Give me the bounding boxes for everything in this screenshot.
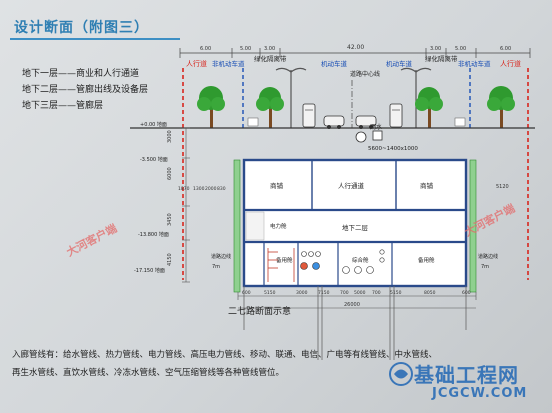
side-dim-left: 7m — [212, 264, 220, 270]
diagram-caption: 二七路断面示意 — [228, 307, 292, 317]
bottom-dim-total: 26000 — [344, 302, 360, 308]
dim-nonmotor-right: 5.00 — [455, 46, 466, 52]
dim-depth-1: 3000 — [167, 130, 173, 143]
dim-green-left: 3.00 — [264, 46, 275, 52]
title-underline — [10, 38, 180, 40]
street-lamp-right — [400, 67, 432, 128]
rain-pipe-label: 雨水 — [370, 123, 382, 131]
elevation-ground: +0.00 地面 — [140, 121, 167, 128]
label-motor-left: 机动车道 — [321, 59, 348, 68]
label-nonmotor-right: 非机动车道 — [458, 59, 491, 68]
rain-pipe-size: 5600~1400x1000 — [368, 146, 418, 152]
bottom-dim-4: 7150 — [318, 290, 330, 296]
equipment-room — [245, 211, 265, 241]
label-nonmotor-left: 非机动车道 — [212, 59, 245, 68]
label-walkway: 人行通道 — [338, 181, 365, 190]
dim-right-height: 5120 — [496, 184, 509, 190]
bus-icon — [389, 103, 403, 128]
logo-text-en: JCGCW.COM — [432, 386, 528, 401]
tree-icon — [487, 86, 515, 128]
left-dimension-chain — [182, 127, 190, 283]
dim-sub-4: 830 — [217, 186, 226, 192]
legend-b3: 地下三层——管廊层 — [22, 101, 104, 111]
logo-text-cn: 基础工程网 — [414, 363, 519, 387]
label-b2: 地下二层 — [342, 223, 369, 232]
label-power-cabin: 电力舱 — [270, 222, 287, 230]
bottom-dim-10: 600 — [462, 290, 471, 296]
bottom-dim-9: 8050 — [424, 290, 436, 296]
dim-depth-2: 6000 — [167, 167, 173, 180]
bottom-dim-1: 600 — [242, 290, 251, 296]
dim-sub-2: 1300 — [193, 186, 205, 192]
site-logo: 基础工程网 JCGCW.COM — [388, 357, 548, 409]
pipe-rack-icon — [300, 249, 385, 274]
bottom-dim-2: 5150 — [264, 290, 276, 296]
label-green-left: 绿化隔离带 — [254, 54, 287, 63]
label-sidewalk-left: 人行道 — [186, 59, 207, 68]
label-shop-left: 商铺 — [270, 181, 284, 190]
bottom-dim-3: 3000 — [296, 290, 308, 296]
label-green-right: 绿化隔离带 — [425, 54, 458, 63]
pipeline-description-line-1: 入廊管线有：给水管线、热力管线、电力管线、高压电力管线、移动、联通、电信、广电等… — [12, 350, 438, 360]
label-road-left: 道路边线 — [211, 253, 231, 260]
retaining-pile-right — [469, 159, 477, 293]
dim-sidewalk-left: 6.00 — [200, 46, 211, 52]
label-pipe-mid: 综合舱 — [352, 256, 369, 264]
underground-structure — [242, 158, 468, 288]
cable-rack-icon — [267, 248, 295, 282]
bottom-dim-5: 700 — [340, 290, 349, 296]
dim-sub-3: 2000 — [205, 186, 217, 192]
street-lamp-left — [275, 67, 307, 128]
rain-pipe-icon — [355, 130, 383, 143]
legend-b1: 地下一层——商业和人行通道 — [22, 69, 140, 79]
bottom-dim-6: 5000 — [354, 290, 366, 296]
dim-nonmotor-left: 5.00 — [240, 46, 251, 52]
label-road-right: 道路边线 — [478, 253, 498, 260]
curb-marker — [247, 117, 259, 127]
side-dim-right: 7m — [481, 264, 489, 270]
bus-icon — [302, 103, 316, 128]
label-pipe-left: 备用舱 — [276, 256, 293, 264]
page-title: 设计断面（附图三） — [14, 20, 149, 36]
tree-icon — [197, 86, 225, 128]
elevation-b3: -17.150 地面 — [134, 267, 165, 274]
dim-depth-3: 3450 — [167, 213, 173, 226]
retaining-pile-left — [233, 159, 241, 293]
tree-icon — [415, 87, 443, 128]
pipeline-description-line-2: 再生水管线、直饮水管线、冷冻水管线、空气压缩管线等各种管线管位。 — [12, 368, 285, 378]
label-center-line: 道路中心线 — [350, 70, 380, 78]
elevation-b2: -13.800 地面 — [138, 231, 169, 238]
label-sidewalk-right: 人行道 — [500, 59, 521, 68]
bottom-dim-7: 700 — [372, 290, 381, 296]
dim-green-right: 3.00 — [430, 46, 441, 52]
top-dimension-chain — [179, 48, 531, 58]
legend-b2: 地下二层——管廊出线及设备层 — [22, 85, 149, 95]
tree-icon — [256, 87, 284, 128]
bottom-dimension-chain — [237, 292, 477, 309]
label-motor-right: 机动车道 — [386, 59, 413, 68]
label-pipe-right: 备用舱 — [418, 256, 435, 264]
curb-marker — [454, 117, 466, 127]
label-shop-right: 商铺 — [420, 181, 434, 190]
elevation-b1: -3.500 地面 — [140, 156, 168, 163]
logo-icon — [389, 362, 413, 386]
bottom-dim-8: 5150 — [390, 290, 402, 296]
dim-sidewalk-right: 6.00 — [500, 46, 511, 52]
dim-depth-4: 4150 — [167, 253, 173, 266]
car-icon — [323, 115, 345, 129]
dim-sub-1: 1870 — [178, 186, 190, 192]
dim-total-width: 42.00 — [347, 44, 364, 51]
